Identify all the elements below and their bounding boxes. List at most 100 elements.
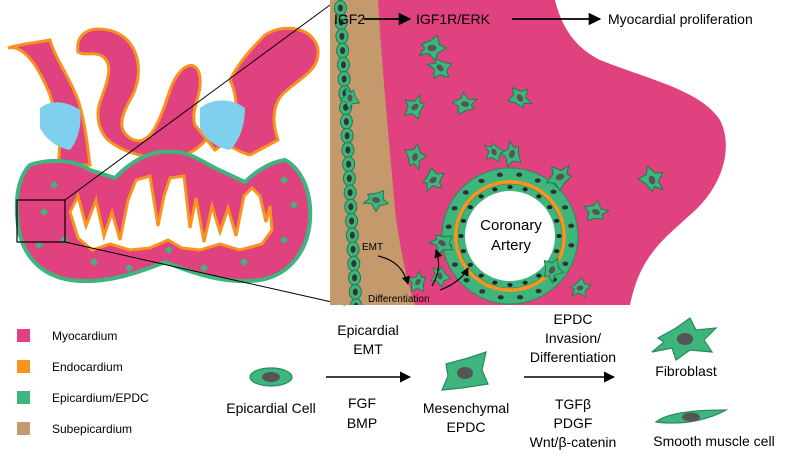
inset-epdc-cell [507,86,533,109]
step2-bottom-line1: TGFβ [555,396,591,412]
legend-swatch [17,391,30,404]
zoom-line-bottom [64,241,346,306]
zoom-line-top [64,4,331,201]
end-cell1-label: Fibroblast [655,363,717,379]
epicardial-cell [343,184,357,201]
smooth-muscle-nucleus [451,206,458,211]
inset-epdc-cell [499,139,522,167]
smooth-muscle-nucleus [568,243,575,248]
smooth-muscle-nucleus [445,224,452,229]
smooth-muscle-nucleus [562,205,569,210]
endothelial-nucleus [536,194,542,199]
epicardial-cell [341,142,355,158]
ventricle-cavity [68,174,274,252]
step2-top-line2: Invasion/ [545,330,601,346]
endothelial-nucleus [478,273,484,278]
smooth-muscle-nucleus [496,172,503,178]
heart-atria [76,26,320,160]
epicardial-cell-icon [249,367,293,387]
epicardial-cell [345,227,359,244]
process-row: Epicardial Cell Epicardial EMT FGF BMP M… [226,311,774,450]
legend-label: Endocardium [52,360,123,374]
inset-epdc-cell [637,165,665,193]
legend-swatch [17,329,30,342]
endothelial-nucleus [458,234,464,238]
inset-epdc-cell [418,34,448,62]
legend-item: Endocardium [17,360,123,374]
endothelial-nucleus [507,283,513,287]
smooth-muscle-nucleus [517,294,524,300]
emt-label: EMT [362,242,383,253]
epicardial-cell [347,255,361,272]
endothelial-nucleus [554,249,560,254]
inset-myocardium [330,0,726,305]
legend-swatch [17,422,30,435]
epicardial-cell [346,241,360,258]
inset-epdc-cell [451,91,479,116]
smooth-muscle-nucleus [479,289,486,294]
differentiation-label: Differentiation [368,294,430,305]
smooth-muscle-nucleus [516,172,523,177]
pathway-ligand: IGF2 [334,11,365,27]
inset-epdc-cell [404,143,428,171]
step1-top-line2: EMT [353,341,383,357]
endothelial-nucleus [460,218,466,223]
step2-bottom-line3: Wnt/β-catenin [530,434,617,450]
step1-top-line1: Epicardial [337,322,398,338]
legend-item: Epicardium/EPDC [17,391,149,405]
emt-arrow [377,255,410,285]
endothelial-nucleus [522,187,528,192]
legend-label: Myocardium [52,329,117,343]
legend-swatch [17,360,30,373]
middle-cell-line2: EPDC [447,419,486,435]
smooth-muscle-nucleus [463,277,470,283]
epicardial-cell [335,28,349,45]
start-cell-label: Epicardial Cell [226,400,315,416]
inset-epdc-cell [570,276,592,298]
inset: Coronary Artery EMT Differentiation [330,0,726,305]
epicardial-cell [340,127,354,144]
cushion-left [40,102,81,150]
smooth-muscle-nucleus [535,288,542,294]
inset-epdc-cell [543,257,565,285]
endothelial-nucleus [536,273,542,278]
epicardial-cell [333,0,347,16]
end-cell2-label: Smooth muscle cell [653,433,774,449]
epicardial-cell [348,269,362,286]
coronary-artery: Coronary Artery [441,167,579,305]
inset-epdc-cell [583,199,611,221]
mesenchymal-epdc-icon [441,351,489,391]
differentiation-arrow-1 [431,249,443,287]
step2-top-line3: Differentiation [530,349,616,365]
step1-bottom-line2: BMP [347,415,377,431]
endothelial-nucleus [547,205,553,210]
endothelial-nucleus [507,185,513,189]
step1-bottom-line1: FGF [348,395,376,411]
smooth-muscle-nucleus [568,223,575,229]
heart-cross-section [7,26,320,284]
inset-epdc-cell [362,189,390,213]
inset-epdc-cell [339,86,361,111]
zoom-box [16,199,66,243]
smooth-muscle-nucleus [451,262,458,267]
step2-top-line1: EPDC [554,311,593,327]
endothelial-nucleus [492,187,498,192]
inset-epdc-cell [483,142,506,163]
smooth-muscle-nucleus [562,261,569,266]
epicardial-cell [334,14,348,31]
smooth-muscle-nucleus [534,178,541,183]
heart-upper-left [7,38,92,167]
artery-label-line2: Artery [491,237,532,254]
igf-pathway: IGF2 IGF1R/ERK Myocardial proliferation [334,11,753,27]
smooth-muscle-nucleus [462,190,469,195]
pathway-receptor: IGF1R/ERK [416,11,491,27]
inset-epdc-cell [430,266,452,288]
legend-label: Epicardium/EPDC [52,391,149,405]
epicardial-cell [342,156,356,173]
smooth-muscle-nucleus [497,295,504,300]
smooth-muscle-nucleus [478,178,485,184]
epicardial-cell [342,170,356,187]
inset-epdc-cell [407,269,426,292]
endothelial-nucleus [467,262,473,267]
